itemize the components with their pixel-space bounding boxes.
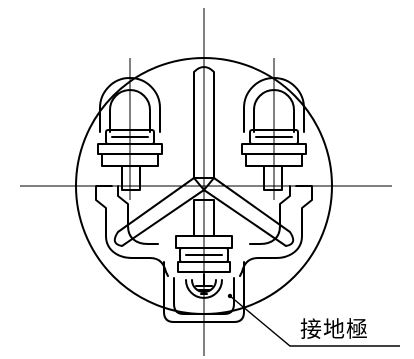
right-terminal-screw-shank xyxy=(264,166,282,190)
y-blade-top-arm xyxy=(194,67,214,178)
callout-leader-line xyxy=(230,296,400,346)
y-blade-left-arm xyxy=(115,178,204,246)
ground-electrode-label: 接地極 xyxy=(300,318,370,343)
left-terminal-screw-shank xyxy=(122,166,140,190)
y-blade-right-arm xyxy=(204,178,293,246)
callout-leader-dot xyxy=(227,293,233,299)
housing-inner-outline xyxy=(118,186,290,244)
